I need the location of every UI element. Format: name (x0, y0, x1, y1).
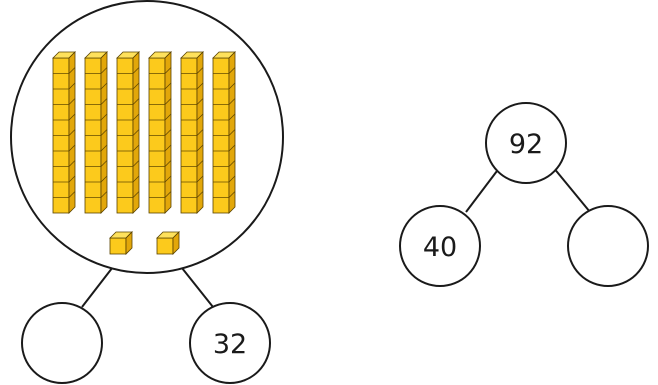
ones-cubes-group (109, 231, 180, 255)
branch-line-left (465, 166, 501, 213)
branch-line-right (552, 166, 591, 213)
tens-rod (116, 51, 140, 214)
part-circle-left (399, 205, 481, 287)
whole-circle (485, 102, 567, 184)
whole-circle-base-ten-blocks (10, 0, 284, 274)
tens-rod (148, 51, 172, 214)
tens-rod (212, 51, 236, 214)
part-circle-right (567, 205, 649, 287)
part-value-left: 40 (423, 232, 457, 263)
part-value-right: 32 (213, 329, 247, 360)
whole-value: 92 (509, 129, 543, 160)
ones-cube (109, 231, 133, 255)
part-circle-right (189, 302, 271, 384)
tens-rod (52, 51, 76, 214)
tens-rods-group (52, 51, 236, 214)
left-part-whole-model: 32 (10, 0, 284, 384)
left-branch-line (81, 262, 117, 308)
part-circle-left (21, 302, 103, 384)
tens-rod (180, 51, 204, 214)
right-part-whole-model: 92 40 (399, 102, 649, 287)
right-branch-line (177, 262, 214, 308)
ones-cube (156, 231, 180, 255)
tens-rod (84, 51, 108, 214)
